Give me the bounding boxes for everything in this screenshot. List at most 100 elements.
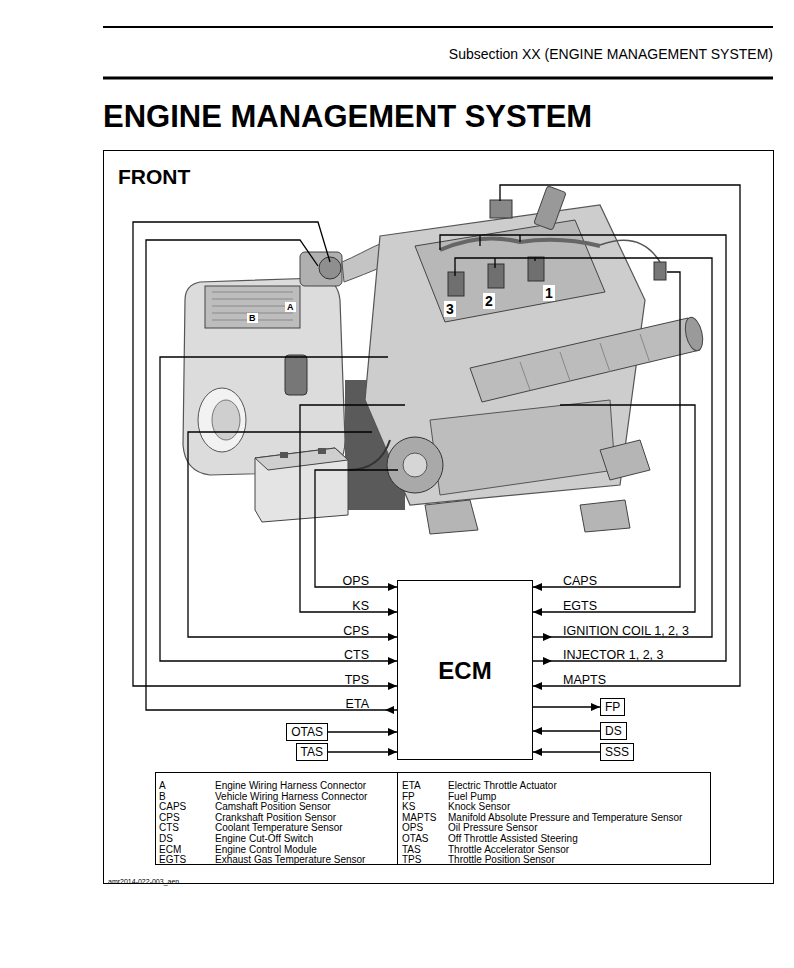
label-holder: 3 — [444, 300, 456, 318]
table-code: TAS — [402, 844, 421, 855]
callout-number: 1 — [543, 285, 555, 301]
arrowhead — [388, 608, 397, 616]
signal-wire — [315, 470, 398, 587]
table-code: CPS — [159, 812, 180, 823]
signal-wire — [300, 405, 405, 612]
engine-illustration — [448, 272, 464, 296]
abbreviation-table — [156, 773, 711, 865]
figure-frame — [104, 151, 774, 884]
engine-illustration — [600, 240, 660, 262]
label-holder: CPS — [343, 621, 369, 639]
arrowhead — [388, 748, 397, 756]
connector — [328, 728, 397, 736]
table-description: Camshaft Position Sensor — [215, 801, 331, 812]
signal-name: CAPS — [563, 574, 597, 588]
label-holder: OPS — [343, 571, 369, 589]
engine-illustration — [520, 334, 650, 390]
connector — [533, 748, 600, 756]
label-holder: KS — [352, 596, 369, 614]
output-device-box: FP — [600, 698, 625, 716]
table-code: TPS — [402, 854, 421, 865]
engine-illustration — [682, 316, 705, 353]
table-code: A — [159, 780, 166, 791]
table-description: Engine Cut-Off Switch — [215, 833, 313, 844]
connector-line — [328, 751, 397, 752]
arrowhead — [388, 728, 397, 736]
arrowhead — [388, 682, 397, 690]
table-code: ECM — [159, 844, 181, 855]
signal-wire — [133, 222, 397, 686]
table-description: Exhaust Gas Temperature Sensor — [215, 854, 365, 865]
table-code: ETA — [402, 780, 421, 791]
signal-name: KS — [352, 599, 369, 613]
connector-line — [533, 706, 600, 707]
abbreviation-table — [156, 773, 711, 865]
table-description: Engine Wiring Harness Connector — [215, 780, 366, 791]
figure-frame — [104, 151, 774, 884]
arrowhead — [591, 703, 600, 711]
signal-name: INJECTOR 1, 2, 3 — [563, 648, 664, 662]
engine-illustration — [198, 388, 246, 452]
box-text: OTAS — [291, 725, 323, 739]
signal-name: CTS — [344, 648, 369, 662]
table-description: Engine Control Module — [215, 844, 317, 855]
engine-illustration — [600, 440, 650, 480]
engine-illustration — [255, 448, 348, 522]
engine-illustration — [387, 437, 443, 493]
input-device-box: OTAS — [286, 723, 328, 741]
table-description: Coolant Temperature Sensor — [215, 822, 343, 833]
table-code: EGTS — [159, 854, 186, 865]
callout-letter: A — [285, 302, 296, 312]
engine-illustration — [255, 448, 348, 470]
engine-illustration — [348, 440, 390, 470]
signal-name: MAPTS — [563, 673, 606, 687]
signal-wire — [188, 432, 397, 637]
arrowhead — [543, 657, 552, 665]
label-holder: 1 — [543, 284, 555, 302]
engine-illustration — [183, 278, 345, 475]
page-rule — [103, 77, 773, 80]
image-id: amr2014-022-003_aen — [108, 878, 179, 886]
label-holder: EGTS — [563, 596, 597, 614]
signal-wire — [533, 272, 680, 587]
signal-wire — [160, 357, 397, 661]
table-description: Oil Pressure Sensor — [448, 822, 537, 833]
box-text: FP — [605, 700, 620, 714]
engine-illustration — [183, 186, 706, 534]
control-module-box: ECM — [397, 580, 533, 760]
signal-wire — [146, 240, 397, 710]
engine-illustration — [280, 452, 288, 458]
arrowhead — [385, 706, 394, 714]
signal-wire — [500, 185, 740, 686]
arrowhead — [388, 633, 397, 641]
signal-name: OPS — [343, 574, 369, 588]
engine-illustration — [425, 500, 478, 534]
connector-line — [533, 730, 600, 731]
arrowhead — [388, 657, 397, 665]
connector — [533, 703, 600, 711]
table-code: CTS — [159, 822, 179, 833]
connector — [328, 748, 397, 756]
arrowhead — [388, 583, 397, 591]
signal-name: IGNITION COIL 1, 2, 3 — [563, 624, 689, 638]
engine-illustration — [318, 448, 326, 454]
label-holder: TPS — [345, 670, 369, 688]
engine-illustration — [285, 355, 307, 395]
engine-illustration — [654, 262, 666, 280]
engine-illustration — [488, 264, 504, 288]
page-rule — [103, 27, 773, 78]
engine-illustration — [528, 257, 544, 281]
table-description: Off Throttle Assisted Steering — [448, 833, 578, 844]
table-code: CAPS — [159, 801, 186, 812]
abbreviation-table — [397, 773, 398, 865]
box-text: SSS — [605, 745, 629, 759]
orientation-label: FRONT — [118, 165, 190, 189]
engine-illustration — [534, 186, 566, 230]
table-code: FP — [402, 791, 415, 802]
table-description: Fuel Pump — [448, 791, 496, 802]
box-text: TAS — [301, 745, 323, 759]
table-code: B — [159, 791, 166, 802]
input-device-box: TAS — [296, 743, 328, 761]
arrowhead — [533, 727, 542, 735]
